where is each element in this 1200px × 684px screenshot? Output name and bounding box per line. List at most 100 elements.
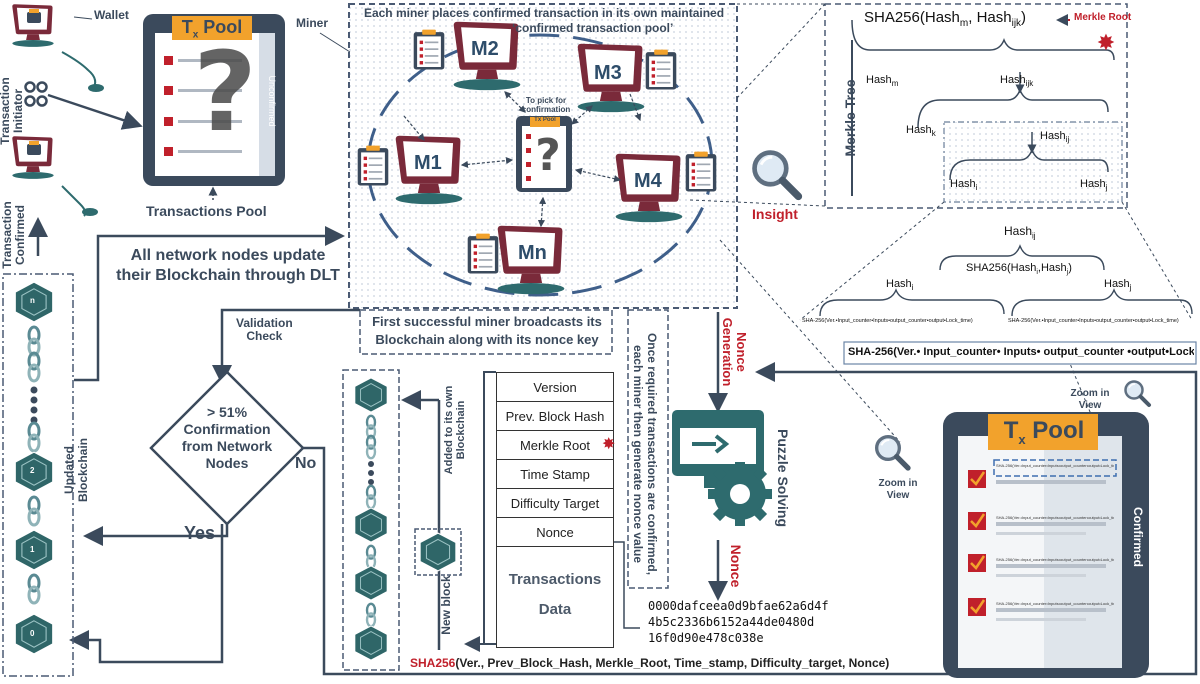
- pool-row-formula-1: SHA-256(Ver.•Input_counter•Inputs•output…: [996, 463, 1114, 468]
- puzzle-solving-label: Puzzle Solving: [775, 428, 791, 527]
- yes-arrow: [83, 524, 229, 546]
- svg-text:?: ?: [535, 130, 561, 181]
- zoom-hash-j: Hashj: [1104, 278, 1132, 293]
- own-chain: [354, 377, 388, 661]
- wallet-label: Wallet: [94, 8, 129, 22]
- transactions-pool-caption: Transactions Pool: [146, 203, 267, 219]
- confirmed-pool-title: Tx Pool: [1003, 417, 1085, 447]
- pool-row-formula-2: SHA-256(Ver.•Input_counter•Inputs•output…: [996, 515, 1114, 520]
- miner-header-text: Each miner places confirmed transaction …: [363, 6, 725, 35]
- confirmed-label: Confirmed: [1131, 507, 1145, 567]
- merkle-tree-title: Merkle Tree: [842, 79, 858, 157]
- miner-m2-label: M2: [471, 38, 499, 60]
- mouse-cable-cn: [61, 51, 97, 91]
- hash-ij: Hashij: [1040, 130, 1070, 145]
- merkle-zoom-region: [943, 121, 1123, 203]
- mouse-cable-c1: [61, 185, 87, 217]
- zoom-hash-ij: Hashij: [1004, 224, 1036, 241]
- broadcast-box: [359, 309, 613, 355]
- merkle-root-label: Merkle Root: [1074, 12, 1132, 23]
- mouse-cn-icon: [88, 84, 104, 92]
- block-1-label: 1: [30, 545, 35, 554]
- new-block-label: New block: [439, 575, 453, 635]
- hash-ijk: Hashijk: [1000, 74, 1034, 89]
- puzzle-solving-icon: [672, 410, 772, 526]
- pool-row-formula-4: SHA-256(Ver.•Input_counter•Inputs•output…: [996, 601, 1114, 606]
- zoom-magnifier-2-icon: [877, 437, 908, 468]
- insight-label: Insight: [752, 206, 798, 222]
- zoom-in-view-label-2: Zoom in View: [878, 478, 918, 501]
- nonce-field-link: [604, 541, 640, 629]
- tx-pool-clipboard: ?: [143, 14, 285, 186]
- user-cn-label: Cn: [28, 46, 44, 60]
- block-0-label: 0: [30, 629, 35, 638]
- transaction-confirmed-label: Transaction Confirmed: [0, 201, 27, 269]
- user-c1-icon: [12, 136, 54, 179]
- tx-hash-formula-box: [843, 341, 1197, 365]
- to-pool-arrow: [47, 93, 143, 130]
- svg-text:?: ?: [193, 28, 257, 156]
- new-block-icon: [419, 532, 457, 572]
- transaction-initiator-label: Transaction Initiator: [0, 77, 25, 145]
- field-nonce: Nonce: [497, 518, 613, 547]
- own-blockchain-label: Added to its own Blockchain: [443, 385, 467, 475]
- zoom-sha-ij: SHA256(Hashi,Hashj): [966, 262, 1072, 277]
- wallet-pointer: [73, 16, 93, 20]
- miner-m1-label: M1: [414, 152, 442, 174]
- hash-i: Hashi: [950, 178, 978, 193]
- field-version: Version: [497, 373, 613, 402]
- field-difficulty-target: Difficulty Target: [497, 489, 613, 518]
- nonce-note-text: Once required transactions are confirmed…: [631, 332, 659, 576]
- merkle-root-field-star: ✸: [602, 436, 616, 453]
- block-n-label: n: [30, 296, 35, 305]
- merkle-root-star: ✸: [1097, 30, 1115, 55]
- updated-blockchain-label-spacer: [56, 428, 70, 558]
- updated-chain: [14, 281, 54, 655]
- miner-label: Miner: [296, 16, 329, 30]
- hash-k: Hashk: [906, 124, 936, 139]
- tx-pool-title: Tx Pool: [181, 17, 243, 41]
- bottom-formula: SHA256(Ver., Prev_Block_Hash, Merkle_Roo…: [410, 656, 890, 670]
- initiator-rings: [24, 81, 48, 107]
- validation-arrow: [212, 308, 360, 385]
- yes-label: Yes: [184, 523, 216, 543]
- nonce-note-box: [627, 309, 669, 589]
- miner-connectors: [403, 91, 642, 228]
- return-arrow: [69, 524, 224, 664]
- zoom-in-view-label-1: Zoom in View: [1070, 388, 1110, 411]
- pool-row-formula-3: SHA-256(Ver.•Input_counter•Inputs•output…: [996, 557, 1114, 562]
- no-label: No: [295, 455, 317, 472]
- unconfirmed-label: Unconfirmed: [267, 75, 277, 127]
- insight-magnifier-icon: [755, 153, 799, 197]
- own-blockchain-box: [342, 369, 400, 671]
- dlt-arrow: [74, 226, 345, 382]
- zoom-braces: [819, 244, 1193, 317]
- center-pick-label: To pick for confirmation: [521, 96, 571, 114]
- merkle-braces: [851, 19, 1115, 196]
- field-prev-hash: Prev. Block Hash: [497, 402, 613, 431]
- miner-m3-label: M3: [594, 62, 622, 84]
- center-pool-label: Tx Pool: [534, 117, 556, 123]
- merkle-root-formula: SHA256(Hashm, Hashijk): [864, 9, 1027, 29]
- zoom-magnifier-1-icon: [1123, 379, 1151, 407]
- user-c1-label: C1: [28, 178, 44, 192]
- field-merkle-root: Merkle Root: [497, 431, 613, 460]
- hash-m: Hashm: [866, 74, 899, 89]
- updated-blockchain-box: [2, 273, 74, 677]
- new-block-box: [414, 528, 462, 576]
- user-cn-icon: [12, 4, 54, 47]
- field-time-stamp: Time Stamp: [497, 460, 613, 489]
- miner-mn-label: Mn: [518, 242, 547, 264]
- miner-pointer: [319, 32, 351, 53]
- zoom-small-formula-right: SHA-256(Ver.•Input_counter•Inputs•output…: [1008, 318, 1179, 324]
- block-header: Version Prev. Block Hash Merkle Root Tim…: [496, 372, 614, 648]
